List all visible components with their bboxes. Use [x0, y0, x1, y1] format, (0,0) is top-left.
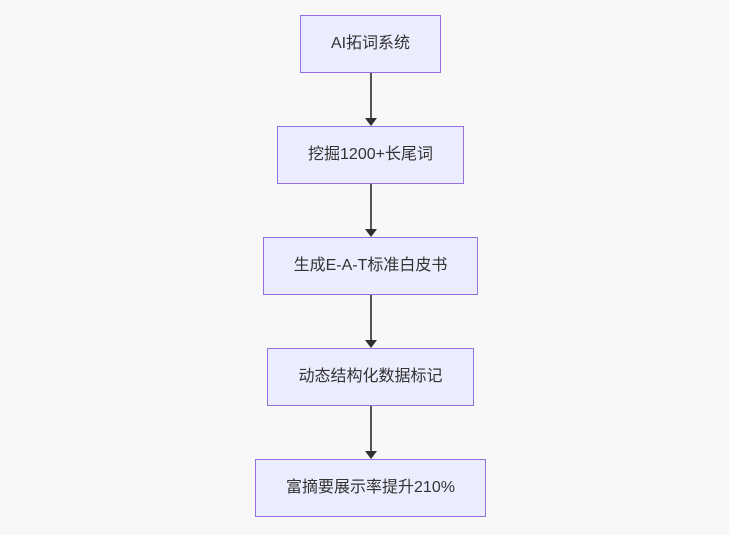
flow-node-n5: 富摘要展示率提升210%: [255, 459, 486, 517]
flow-node-n4: 动态结构化数据标记: [267, 348, 474, 406]
flow-edge-n4-n5: [364, 406, 378, 459]
flow-node-label: 动态结构化数据标记: [298, 368, 443, 385]
flow-node-n1: AI拓词系统: [299, 15, 442, 73]
flow-node-label: AI拓词系统: [330, 35, 411, 52]
arrow-head-down-icon: [364, 229, 377, 237]
flow-edge-n2-n3: [364, 184, 378, 237]
flowchart-column: AI拓词系统挖掘1200+长尾词生成E-A-T标准白皮书动态结构化数据标记富摘要…: [6, 15, 729, 517]
flow-node-n3: 生成E-A-T标准白皮书: [262, 237, 479, 295]
flow-edge-n3-n4: [364, 295, 378, 348]
arrow-line: [369, 184, 372, 229]
flow-edge-n1-n2: [364, 73, 378, 126]
flow-node-label: 富摘要展示率提升210%: [286, 479, 455, 496]
arrow-head-down-icon: [364, 451, 377, 459]
flow-node-n2: 挖掘1200+长尾词: [277, 126, 464, 184]
arrow-line: [369, 406, 372, 451]
flow-node-label: 挖掘1200+长尾词: [308, 146, 433, 163]
flow-node-label: 生成E-A-T标准白皮书: [293, 257, 448, 274]
arrow-head-down-icon: [364, 340, 377, 348]
arrow-line: [369, 73, 372, 118]
arrow-line: [369, 295, 372, 340]
arrow-head-down-icon: [364, 118, 377, 126]
